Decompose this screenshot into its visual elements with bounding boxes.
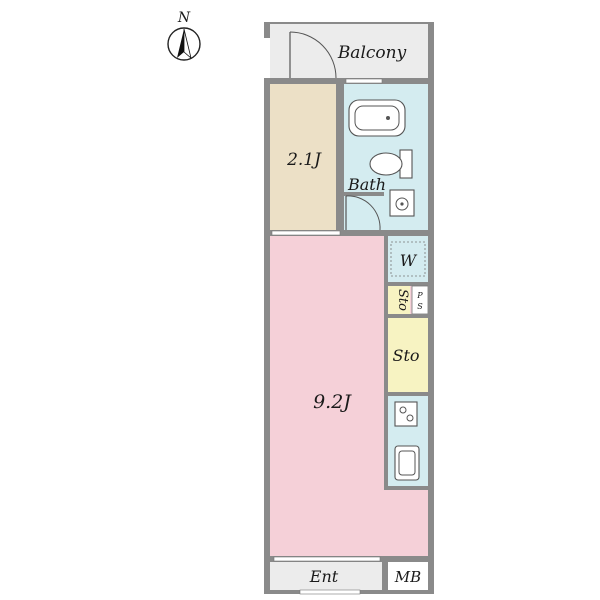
entrance-opening	[273, 556, 381, 562]
storage-top-wall	[384, 314, 434, 318]
bath-partition	[344, 192, 384, 196]
kitchen-bottom-wall	[384, 486, 434, 490]
sink-icon	[389, 189, 415, 217]
bathtub-icon	[348, 99, 406, 137]
balcony-window	[345, 78, 383, 84]
storage-label: Sto	[392, 346, 419, 365]
right-column-wall	[384, 236, 388, 488]
bath-door	[345, 195, 381, 231]
main-room-label: 9.2J	[313, 391, 352, 413]
small-storage	[388, 286, 410, 314]
main-room-lower-right	[388, 490, 428, 562]
small-storage-label: Sto	[395, 289, 410, 311]
compass: N	[167, 10, 201, 61]
entrance	[270, 562, 382, 590]
meter-box	[388, 562, 428, 590]
storage-bottom-wall	[384, 392, 434, 396]
balcony-wall-left-gap	[264, 38, 270, 78]
entrance-label: Ent	[309, 567, 339, 586]
meter-box-label: MB	[394, 568, 421, 586]
main-room-right-wall	[428, 236, 434, 562]
western-room-label: 2.1J	[286, 150, 322, 170]
compass-north-label: N	[177, 10, 191, 26]
western-room	[270, 84, 336, 230]
upper-divider-wall	[264, 230, 434, 236]
entrance-door	[299, 589, 361, 595]
pipe-space-label-s: S	[417, 302, 423, 311]
washer-storage-wall	[384, 282, 434, 286]
washer-label: W	[400, 251, 418, 270]
balcony-door	[289, 31, 337, 79]
washer-space	[388, 236, 428, 282]
compass-arrow-half-icon	[183, 28, 192, 60]
stove-icon	[394, 401, 418, 427]
bath-label: Bath	[347, 175, 386, 194]
toilet-icon	[369, 149, 413, 179]
pipe-space-label-p: P	[416, 291, 423, 300]
kitchen-sink-icon	[394, 445, 420, 481]
balcony-label: Balcony	[337, 43, 407, 63]
western-door-gap	[271, 230, 341, 236]
western-bath-wall	[336, 84, 344, 230]
bath-wall-right	[428, 84, 434, 230]
washer-outline	[390, 241, 426, 277]
balcony-wall-right	[428, 22, 434, 78]
storage	[388, 318, 428, 392]
balcony-room	[270, 24, 428, 78]
